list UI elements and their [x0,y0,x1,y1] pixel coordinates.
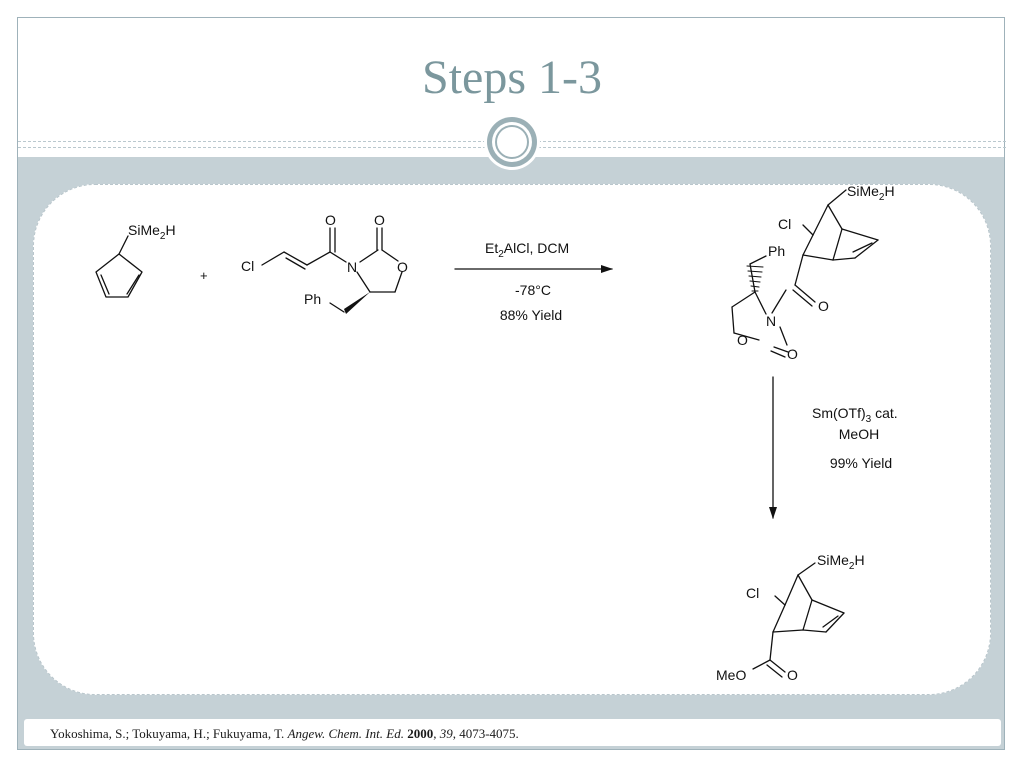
atom-label-phenyl: Ph [768,243,785,259]
footer-box [24,719,1001,746]
atom-label-oxygen: O [325,212,336,228]
slide-title: Steps 1-3 [422,51,602,104]
atom-label-chlorine: Cl [778,216,791,232]
step1-temperature: -78°C [515,282,551,298]
citation-year: 2000 [407,726,434,741]
step2-reagent: Sm(OTf)3 cat. [812,405,898,425]
atom-label-oxygen: O [397,259,408,275]
atom-label-phenyl: Ph [304,291,321,307]
citation-volume: 39 [439,726,453,741]
circle-ornament-icon [484,114,540,170]
silylcyclopentadiene-structure [95,235,143,298]
citation-pages: , 4073-4075. [452,726,519,741]
atom-label-silyl: SiMe2H [128,222,176,242]
atom-label-nitrogen: N [347,259,357,275]
atom-label-oxygen: O [374,212,385,228]
atom-label-oxygen: O [818,298,829,314]
diels-alder-adduct-structure [731,189,879,358]
atom-label-chlorine: Cl [746,585,759,601]
step2-yield: 99% Yield [830,455,892,471]
atom-label-oxygen: O [787,346,798,362]
stereo-wedge [344,292,370,314]
atom-label-oxygen: O [737,332,748,348]
step1-yield: 88% Yield [500,307,562,323]
atom-label-nitrogen: N [766,313,776,329]
atom-label-oxygen: O [787,667,798,683]
citation-journal: Angew. Chem. Int. Ed. [287,726,404,741]
atom-label-silyl: SiMe2H [817,552,865,572]
methyl-ester-product-structure [752,562,845,678]
atom-label-methoxy: MeO [716,667,746,683]
step2-solvent: MeOH [839,426,879,442]
atom-label-chlorine: Cl [241,258,254,274]
chloroacryloyl-oxazolidinone-structure [261,227,403,313]
stereo-hash [746,265,764,292]
plus-sign: + [200,268,208,283]
citation-authors: Yokoshima, S.; Tokuyama, H.; Fukuyama, T… [50,726,288,741]
step1-reagent: Et2AlCl, DCM [485,240,569,260]
citation: Yokoshima, S.; Tokuyama, H.; Fukuyama, T… [50,726,519,741]
atom-label-silyl: SiMe2H [847,183,895,203]
